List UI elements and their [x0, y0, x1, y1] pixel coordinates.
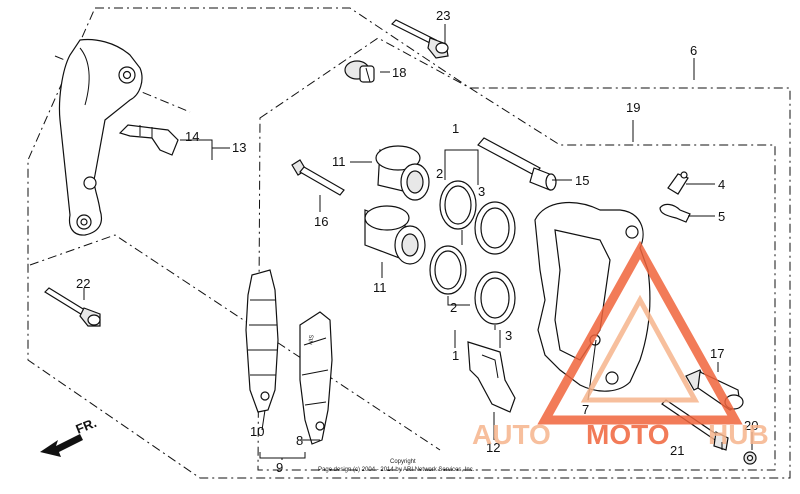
callout-11-lower: 11	[373, 280, 387, 295]
watermark-hub: HUB	[708, 419, 769, 450]
callout-15: 15	[575, 173, 589, 188]
callout-9: 9	[276, 460, 283, 475]
callout-23: 23	[436, 8, 450, 23]
callout-labels: 23 6 18 19 14 13 1 2 3 11 15 4 16 5 11 2…	[76, 8, 758, 475]
bleeder-cap-18	[344, 60, 375, 83]
bleeder-clip-5	[659, 203, 691, 223]
callout-4: 4	[718, 177, 725, 192]
pad-marking-text: NIS	[308, 334, 316, 345]
copyright-line-2: Page design (c) 2004 - 2014 by ARI Netwo…	[318, 467, 475, 473]
piston-seal-lower-2	[429, 245, 467, 295]
caliper-body	[534, 202, 651, 392]
leader-lines	[83, 24, 753, 460]
bolt-23	[390, 19, 449, 59]
bolt-22	[44, 287, 101, 327]
brake-pad-10	[245, 269, 279, 413]
callout-13: 13	[232, 140, 246, 155]
callout-6: 6	[690, 43, 697, 58]
callout-1-lower: 1	[452, 348, 459, 363]
piston-seal-upper-2	[439, 180, 477, 230]
callout-2-upper: 2	[436, 166, 443, 181]
automotohub-watermark-logo: AUTO MOTO HUB	[472, 240, 769, 450]
dust-seal-lower-3	[474, 271, 516, 325]
front-direction-label: FR.	[74, 415, 99, 437]
callout-17: 17	[710, 346, 724, 361]
bleeder-valve-4	[667, 171, 689, 195]
watermark-triangle	[537, 240, 743, 425]
callout-1-upper: 1	[452, 121, 459, 136]
callout-14: 14	[185, 129, 199, 144]
callout-3-lower: 3	[505, 328, 512, 343]
callout-10: 10	[250, 424, 264, 439]
callout-18: 18	[392, 65, 406, 80]
pad-spring	[118, 124, 179, 156]
callout-5: 5	[718, 209, 725, 224]
watermark-auto: AUTO	[472, 419, 551, 450]
nut-20	[743, 451, 757, 465]
pin-bolt-16	[291, 159, 345, 196]
callout-19: 19	[626, 100, 640, 115]
brake-pad-8: NIS	[299, 311, 333, 445]
callout-7: 7	[582, 402, 589, 417]
assembly-19-boundary	[257, 37, 776, 471]
watermark-moto: MOTO	[586, 419, 669, 450]
slide-pin-15	[477, 137, 557, 191]
assembly-6-boundary	[27, 7, 791, 479]
callout-21: 21	[670, 443, 684, 458]
callout-16: 16	[314, 214, 328, 229]
callout-2-lower: 2	[450, 300, 457, 315]
callout-12: 12	[486, 440, 500, 455]
dust-seal-upper-3	[474, 201, 516, 255]
callout-11-upper: 11	[332, 154, 346, 169]
callout-20: 20	[744, 418, 758, 433]
piston-upper-11	[375, 145, 430, 201]
watermark-triangle-inner	[580, 294, 700, 403]
front-direction-arrow: FR.	[40, 415, 99, 457]
piston-lower-11	[364, 205, 426, 265]
callout-3-upper: 3	[478, 184, 485, 199]
callout-8: 8	[296, 433, 303, 448]
copyright-line-1: Copyright	[390, 459, 416, 465]
caliper-bracket	[58, 38, 143, 236]
pad-retainer-12	[467, 341, 516, 413]
callout-22: 22	[76, 276, 90, 291]
